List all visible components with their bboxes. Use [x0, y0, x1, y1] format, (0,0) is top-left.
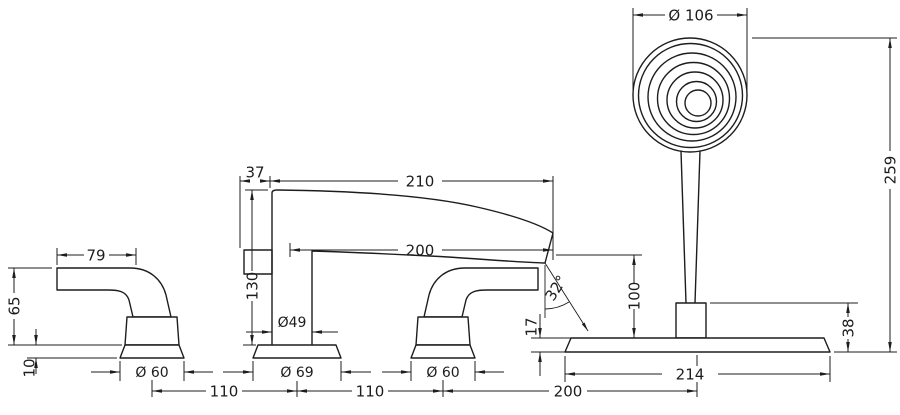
shower-head-ring: [637, 42, 744, 149]
shower-head-ring: [656, 61, 731, 136]
dim-label-spout-top-reach: 210: [406, 172, 435, 190]
handle-left-body: [124, 316, 180, 346]
handle-right-body: [415, 316, 471, 346]
shower-holder-block: [675, 302, 707, 339]
shower-base-plate: [564, 337, 831, 353]
dim-label-outlet-height: 100: [625, 282, 643, 311]
shower-head-ring: [666, 71, 724, 129]
dim-label-overall-height: 259: [881, 156, 899, 185]
shower-head-ring: [647, 52, 737, 142]
dim-label-shower-head-diameter: Ø 106: [668, 6, 713, 24]
handle-left-drawing: [56, 267, 185, 359]
shower-head-ring: [675, 80, 718, 123]
dim-label-spout-base-diameter: Ø 69: [280, 365, 313, 381]
handle-right-escutcheon: [410, 344, 476, 359]
spout-back-tab: [243, 249, 273, 275]
dim-label-spout-height: 130: [243, 272, 261, 301]
handle-left-escutcheon: [119, 344, 185, 359]
dim-label-handle-height: 65: [5, 296, 23, 315]
dim-label-handle-base-diameter-right: Ø 60: [426, 365, 459, 381]
handle-right-lever: [423, 267, 539, 318]
spout-drawing: [243, 189, 554, 359]
handle-right-drawing: [410, 267, 539, 359]
hand-shower-drawing: [564, 37, 831, 353]
dim-label-shower-base-width: 214: [676, 365, 705, 383]
shower-handle-edge: [694, 150, 701, 304]
spout-escutcheon: [252, 344, 342, 359]
dim-label-spacing-1: 110: [210, 382, 239, 400]
dim-label-escutcheon-height: 10: [20, 358, 38, 377]
dim-label-base-plate-height: 17: [522, 317, 540, 336]
dim-label-handle-base-diameter-left: Ø 60: [135, 365, 168, 381]
shower-head-ring: [684, 89, 712, 117]
dimension-lines: [8, 8, 897, 397]
dim-label-lever-length: 79: [86, 246, 105, 264]
dim-label-spout-back-offset: 37: [245, 163, 264, 181]
shower-handle-edge: [680, 150, 687, 304]
spout-outline: [271, 189, 554, 346]
label-backing: [666, 366, 714, 382]
dim-label-spacing-2: 110: [356, 382, 385, 400]
dim-label-spout-reach: 200: [406, 241, 435, 259]
dim-label-spout-diameter: Ø49: [278, 315, 307, 331]
shower-head-ring: [632, 37, 748, 153]
handle-left-lever: [56, 267, 172, 318]
dim-label-spacing-3: 200: [554, 382, 583, 400]
dim-label-spray-angle: 32°: [542, 272, 571, 304]
dim-label-shower-base-height: 38: [839, 318, 857, 337]
